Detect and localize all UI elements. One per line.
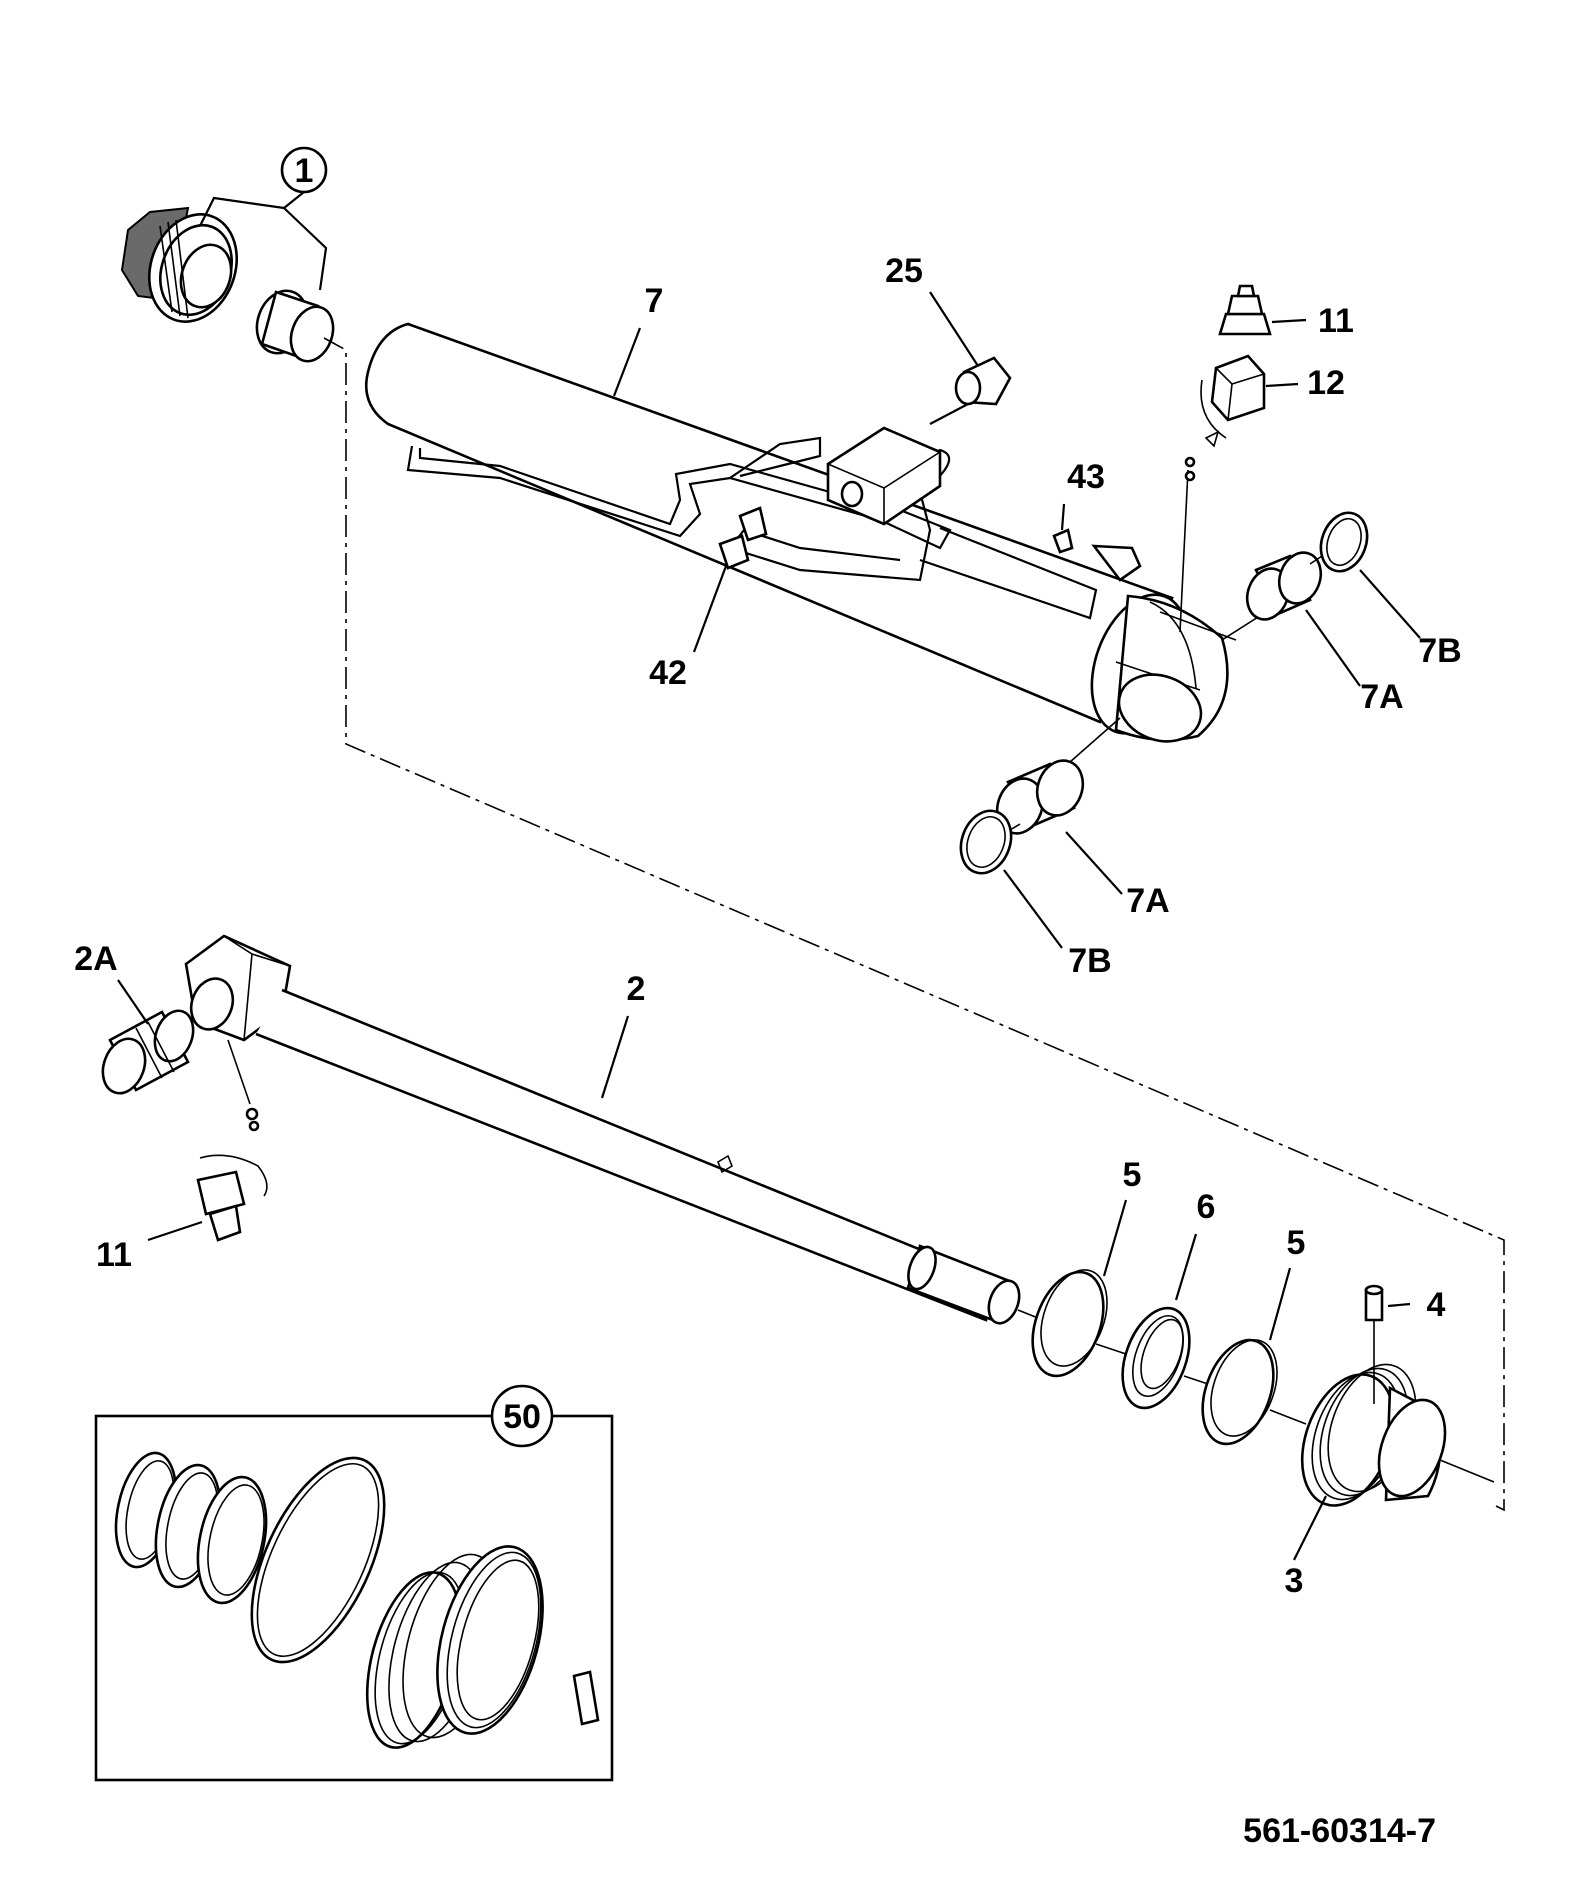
callout-42: 42	[649, 565, 728, 692]
adapter-part-12: 12	[1179, 354, 1345, 633]
bush-part-7a-lower: 7A	[995, 717, 1170, 920]
piston-part-3: 3	[1269, 1363, 1495, 1600]
svg-text:50: 50	[503, 1398, 541, 1436]
seal-kit-box-part-50: 50	[94, 1384, 614, 1782]
svg-text:7A: 7A	[1126, 882, 1169, 920]
svg-text:7A: 7A	[1360, 678, 1403, 716]
svg-text:1: 1	[295, 152, 314, 190]
cylinder-barrel-part-7	[364, 322, 1237, 743]
svg-text:42: 42	[649, 654, 687, 692]
callout-2: 2	[600, 970, 646, 1099]
svg-text:7B: 7B	[1068, 942, 1111, 980]
svg-text:11: 11	[96, 1236, 132, 1274]
svg-text:11: 11	[1318, 302, 1354, 340]
bush-part-7a-right: 7A	[1221, 551, 1404, 716]
fitting-part-25: 25	[885, 252, 1012, 425]
callout-1: 1	[199, 146, 328, 291]
piston-rod-part-2	[184, 934, 1021, 1325]
svg-text:43: 43	[1067, 458, 1105, 496]
pin-part-4: 4	[1364, 1284, 1446, 1404]
piston-seal-part-6: 6	[1095, 1188, 1216, 1410]
wear-ring-part-5-right: 5	[1183, 1224, 1306, 1446]
breather-part-43	[1052, 528, 1142, 582]
gland-assembly-part-1	[120, 206, 335, 363]
svg-text:7: 7	[645, 282, 664, 320]
bush-part-2a: 2A	[74, 940, 195, 1095]
drawing-number: 561-60314-7	[1243, 1812, 1436, 1850]
callout-7: 7	[612, 282, 664, 397]
svg-text:5: 5	[1123, 1156, 1142, 1194]
seal-part-7b-right: 7B	[1309, 511, 1462, 670]
svg-text:25: 25	[885, 252, 923, 290]
svg-text:7B: 7B	[1418, 632, 1461, 670]
grease-nipple-part-11-bottom: 11	[96, 1039, 268, 1274]
grease-nipple-part-11-top: 11	[1218, 284, 1354, 340]
hose-fitting-part-42	[718, 506, 768, 570]
svg-text:2A: 2A	[74, 940, 117, 978]
wear-ring-part-5-left: 5	[1017, 1156, 1142, 1378]
svg-text:2: 2	[627, 970, 646, 1008]
svg-text:12: 12	[1307, 364, 1345, 402]
svg-text:5: 5	[1287, 1224, 1306, 1262]
svg-text:4: 4	[1427, 1286, 1446, 1324]
assembly-centerline	[323, 337, 1505, 1512]
svg-text:3: 3	[1285, 1562, 1304, 1600]
seal-part-7b-lower: 7B	[959, 809, 1112, 980]
svg-text:6: 6	[1197, 1188, 1216, 1226]
callout-43: 43	[1060, 458, 1105, 531]
